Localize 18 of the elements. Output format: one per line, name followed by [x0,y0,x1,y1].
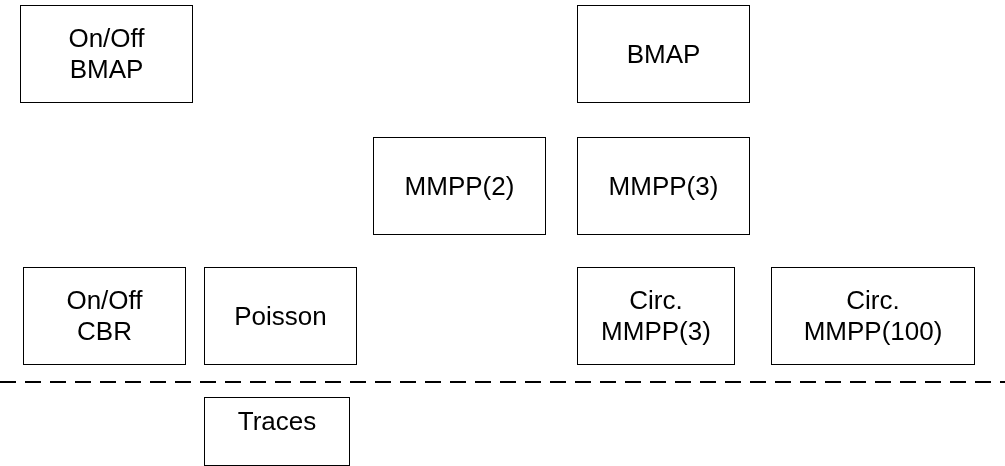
process-box [771,267,975,365]
node-label: Poisson [234,300,327,332]
node-label: On/Off CBR [65,285,144,347]
process-box [204,397,350,466]
process-box [23,267,186,365]
node-label: Circ. MMPP(100) [802,285,944,347]
node-label: Traces [237,406,317,437]
process-box [577,267,735,365]
node-label: BMAP [626,38,701,70]
node-label: Circ. MMPP(3) [600,285,712,347]
node-label: On/Off BMAP [67,23,146,85]
process-box [577,137,750,235]
process-box [373,137,546,235]
node-label: MMPP(2) [404,170,515,202]
process-box [204,267,357,365]
process-box [577,5,750,103]
node-label: MMPP(3) [608,170,719,202]
process-box [20,5,193,103]
